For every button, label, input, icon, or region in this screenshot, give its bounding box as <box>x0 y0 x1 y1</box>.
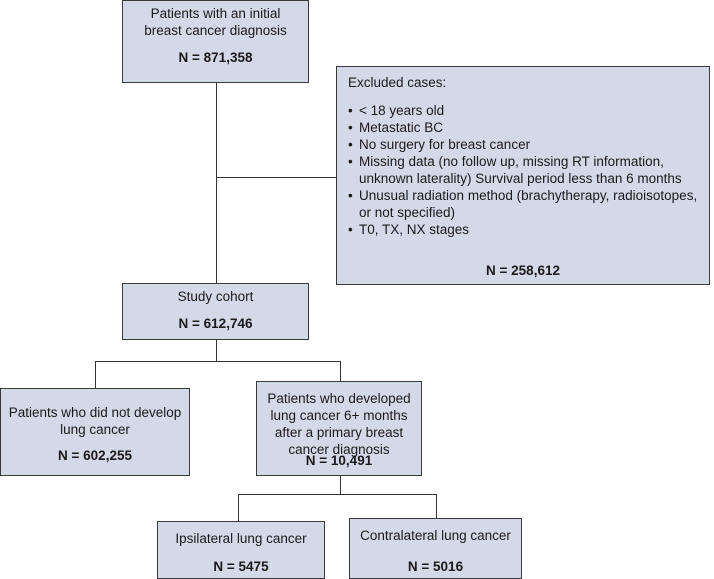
connector-cohort-down <box>216 340 217 361</box>
ipsilateral-box: Ipsilateral lung cancer N = 5475 <box>157 521 325 579</box>
initial-diagnosis-box: Patients with an initial breast cancer d… <box>122 0 309 83</box>
initial-diagnosis-label: Patients with an initial breast cancer d… <box>144 6 287 38</box>
connector-initial-to-cohort <box>216 83 217 283</box>
excluded-criteria-list: < 18 years old Metastatic BC No surgery … <box>348 102 699 238</box>
excluded-criterion: Missing data (no follow up, missing RT i… <box>348 153 699 187</box>
contralateral-count: N = 5016 <box>407 559 464 574</box>
study-cohort-label: Study cohort <box>177 289 254 304</box>
contralateral-box: Contralateral lung cancer N = 5016 <box>349 518 522 579</box>
excluded-criterion: No surgery for breast cancer <box>348 136 699 153</box>
connector-to-lung <box>340 361 341 381</box>
ipsilateral-label: Ipsilateral lung cancer <box>175 531 307 546</box>
connector-to-ipsilateral <box>238 494 239 521</box>
lung-cancer-label: Patients who developed lung cancer 6+ mo… <box>267 391 411 457</box>
contralateral-label: Contralateral lung cancer <box>360 528 511 543</box>
connector-cohort-branch <box>95 361 340 362</box>
excluded-criterion: < 18 years old <box>348 102 699 119</box>
connector-to-excluded <box>216 177 336 178</box>
excluded-cases-box: Excluded cases: < 18 years old Metastati… <box>336 66 710 285</box>
initial-diagnosis-count: N = 871,358 <box>178 50 253 65</box>
excluded-cases-count: N = 258,612 <box>486 263 560 278</box>
lung-cancer-box: Patients who developed lung cancer 6+ mo… <box>256 381 422 476</box>
connector-to-no-lung <box>95 361 96 388</box>
connector-lung-down <box>340 476 341 494</box>
excluded-cases-title: Excluded cases: <box>348 75 447 90</box>
study-cohort-box: Study cohort N = 612,746 <box>122 283 309 340</box>
excluded-criterion: Metastatic BC <box>348 119 699 136</box>
no-lung-cancer-box: Patients who did not develop lung cancer… <box>0 388 190 476</box>
study-cohort-count: N = 612,746 <box>178 316 253 331</box>
excluded-criterion: Unusual radiation method (brachytherapy,… <box>348 187 699 221</box>
connector-to-contralateral <box>436 494 437 518</box>
excluded-criterion: T0, TX, NX stages <box>348 221 699 238</box>
no-lung-cancer-count: N = 602,255 <box>58 448 132 463</box>
ipsilateral-count: N = 5475 <box>213 559 269 574</box>
no-lung-cancer-label: Patients who did not develop lung cancer <box>8 405 182 437</box>
connector-lung-branch <box>238 494 436 495</box>
lung-cancer-count: N = 10,491 <box>305 453 373 468</box>
